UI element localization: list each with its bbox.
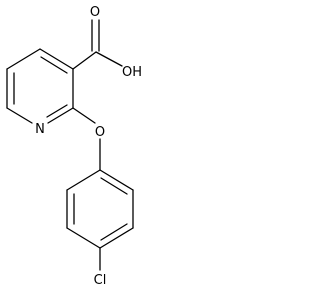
atom-label-carbonyl-oxygen: O [90,5,100,20]
bond-c2-o [72,107,96,124]
chlorophenyl-ring [66,169,134,271]
bond-ar-3-inner [100,223,128,241]
bond-c3-carboxyl [72,51,97,70]
carboxylic-acid-group [72,19,123,70]
bond-c3-c4 [39,48,74,70]
bond-c4-c5 [6,48,41,70]
atom-label-hydroxyl: OH [122,65,142,80]
chemical-structure-diagram: O OH N O Cl [6,5,142,288]
bond-ar-3 [99,227,134,249]
bond-c6-n1 [6,107,33,124]
bond-ar-4 [66,227,101,249]
bond-c-oh [95,51,123,67]
atom-label-ring-nitrogen: N [35,122,45,137]
bond-ar-6 [66,169,101,191]
bond-ar-1-inner [100,177,128,195]
bond-ar-1 [99,169,134,191]
bond-n1-c2 [47,107,74,124]
ether-linkage [72,107,101,171]
atom-label-chlorine: Cl [94,273,107,288]
bond-n1-c2-inner [46,104,68,118]
atom-label-ether-oxygen: O [95,125,105,140]
pyridine-ring [6,48,74,124]
bond-c3-c4-inner [40,56,68,74]
